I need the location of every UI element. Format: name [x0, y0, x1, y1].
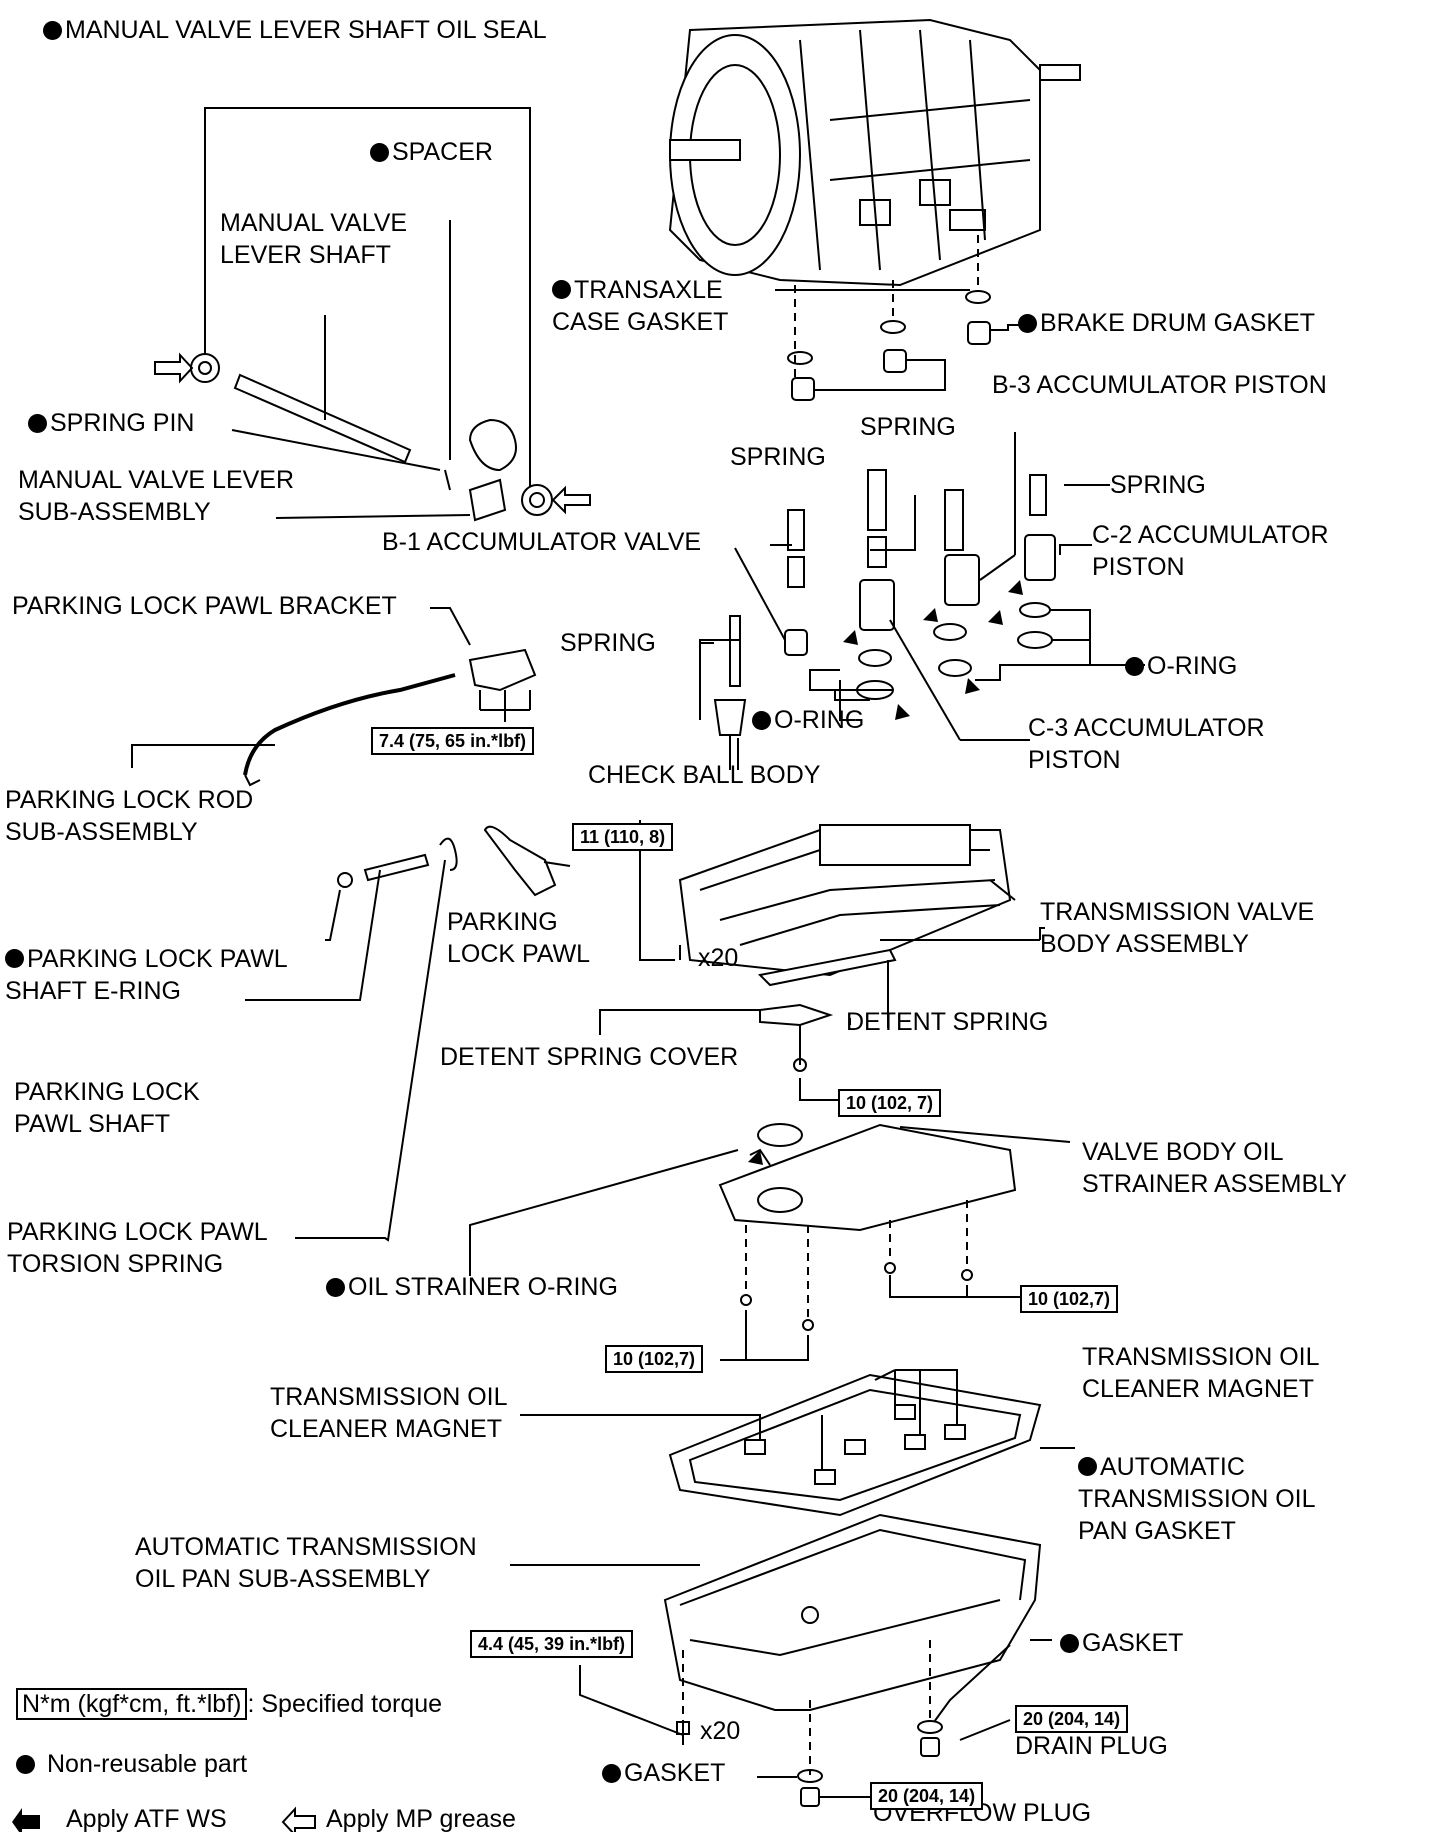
torque-valve-body-bolts: 11 (110, 8) — [572, 823, 674, 851]
case-drop-lines — [795, 235, 978, 380]
label-b1-accumulator-valve: B-1 ACCUMULATOR VALVE — [382, 528, 702, 556]
torque-bracket-bolts: 7.4 (75, 65 in.*lbf) — [371, 727, 535, 755]
torque-pan-bolts: 4.4 (45, 39 in.*lbf) — [470, 1630, 634, 1658]
label-gasket-drain: GASKET — [1060, 1627, 1183, 1659]
non-reusable-dot-icon — [43, 21, 62, 40]
non-reusable-dot-icon — [1018, 314, 1037, 333]
torque-overflow-plug: 20 (204, 14) — [870, 1782, 984, 1810]
transmission-case-drawing — [670, 20, 1081, 285]
label-parking-lock-pawl-shaft-e-ring: PARKING LOCK PAWL SHAFT E-RING — [5, 945, 288, 1005]
label-manual-valve-lever-sub-assembly: MANUAL VALVE LEVER SUB-ASSEMBLY — [18, 466, 295, 526]
label-brake-drum-gasket: BRAKE DRUM GASKET — [1018, 307, 1315, 339]
label-oil-strainer-o-ring: OIL STRAINER O-RING — [326, 1271, 618, 1303]
oil-strainer-drawing — [470, 1123, 1070, 1360]
atf-apply-arrows — [12, 580, 1023, 1832]
label-qty-pan-bolts: x20 — [700, 1717, 741, 1745]
label-spacer: SPACER — [370, 136, 493, 168]
torque-detent-spring-bolt: 10 (102, 7) — [838, 1089, 942, 1117]
label-transaxle-case-gasket: TRANSAXLE CASE GASKET — [552, 276, 729, 336]
non-reusable-dot-icon — [370, 143, 389, 162]
label-detent-spring: DETENT SPRING — [846, 1008, 1049, 1036]
torque-drain-plug: 20 (204, 14) — [1015, 1705, 1129, 1733]
non-reusable-dot-icon — [602, 1764, 621, 1783]
label-spring-left: SPRING — [730, 443, 826, 471]
label-o-ring-right: O-RING — [1125, 650, 1237, 682]
label-spring-pin: SPRING PIN — [28, 407, 194, 439]
non-reusable-dot-icon — [1125, 657, 1144, 676]
label-manual-valve-lever-shaft: MANUAL VALVE LEVER SHAFT — [220, 209, 408, 269]
label-o-ring-center: O-RING — [752, 704, 864, 736]
valve-body-drawing — [600, 820, 1045, 1100]
non-reusable-dot-icon — [28, 414, 47, 433]
label-spring-center: SPRING — [560, 629, 656, 657]
label-c3-accumulator-piston: C-3 ACCUMULATOR PISTON — [1028, 714, 1265, 774]
manual-valve-lever-area — [155, 108, 590, 520]
non-reusable-dot-icon — [752, 711, 771, 730]
label-parking-lock-rod-sub-assembly: PARKING LOCK ROD SUB-ASSEMBLY — [5, 786, 254, 846]
label-b3-accumulator-piston: B-3 ACCUMULATOR PISTON — [992, 371, 1327, 399]
legend-non-reusable: Non-reusable part — [16, 1748, 247, 1780]
case-gaskets-and-pistons — [775, 290, 1025, 401]
label-manual-valve-lever-shaft-oil-seal: MANUAL VALVE LEVER SHAFT OIL SEAL — [43, 14, 547, 46]
parking-lock-area — [132, 608, 570, 1240]
non-reusable-dot-icon — [552, 280, 571, 299]
label-transmission-oil-cleaner-magnet-right: TRANSMISSION OIL CLEANER MAGNET — [1082, 1343, 1320, 1403]
non-reusable-dot-icon — [16, 1755, 35, 1774]
label-spring-right: SPRING — [1110, 471, 1206, 499]
label-valve-body-oil-strainer-assembly: VALVE BODY OIL STRAINER ASSEMBLY — [1082, 1138, 1347, 1198]
springs-and-accumulators — [700, 432, 1145, 770]
label-transmission-oil-cleaner-magnet-left: TRANSMISSION OIL CLEANER MAGNET — [270, 1383, 508, 1443]
torque-strainer-bolts-left: 10 (102,7) — [605, 1345, 704, 1373]
label-parking-lock-pawl-shaft: PARKING LOCK PAWL SHAFT — [14, 1078, 200, 1138]
label-c2-accumulator-piston: C-2 ACCUMULATOR PISTON — [1092, 521, 1329, 581]
legend-apply-atf: Apply ATF WS — [66, 1805, 227, 1833]
label-qty-valve-body-bolts: x20 — [698, 944, 739, 972]
non-reusable-dot-icon — [326, 1278, 345, 1297]
grease-arrow-legend — [283, 1809, 315, 1832]
label-gasket-overflow: GASKET — [602, 1757, 725, 1789]
legend-torque-desc: : Specified torque — [247, 1690, 443, 1718]
label-transmission-valve-body-assembly: TRANSMISSION VALVE BODY ASSEMBLY — [1040, 898, 1315, 958]
legend-torque: N*m (kgf*cm, ft.*lbf): Specified torque — [16, 1688, 442, 1720]
oil-pan-drawing — [510, 1515, 1052, 1807]
label-drain-plug: DRAIN PLUG — [1015, 1732, 1168, 1760]
label-detent-spring-cover: DETENT SPRING COVER — [440, 1043, 739, 1071]
legend-torque-unit: N*m (kgf*cm, ft.*lbf) — [16, 1688, 248, 1720]
pan-gasket-drawing — [520, 1370, 1075, 1515]
non-reusable-dot-icon — [1060, 1634, 1079, 1653]
label-parking-lock-pawl-bracket: PARKING LOCK PAWL BRACKET — [12, 592, 397, 620]
label-spring-top: SPRING — [860, 413, 956, 441]
torque-strainer-bolts-right: 10 (102,7) — [1020, 1285, 1119, 1313]
legend-apply-grease: Apply MP grease — [326, 1805, 516, 1833]
non-reusable-dot-icon — [5, 949, 24, 968]
label-check-ball-body: CHECK BALL BODY — [588, 761, 821, 789]
label-parking-lock-pawl-torsion-spring: PARKING LOCK PAWL TORSION SPRING — [7, 1218, 268, 1278]
label-automatic-transmission-oil-pan-gasket: AUTOMATIC TRANSMISSION OIL PAN GASKET — [1078, 1453, 1316, 1545]
non-reusable-dot-icon — [1078, 1457, 1097, 1476]
label-automatic-transmission-oil-pan-sub-assembly: AUTOMATIC TRANSMISSION OIL PAN SUB-ASSEM… — [135, 1533, 477, 1593]
label-parking-lock-pawl: PARKING LOCK PAWL — [447, 908, 591, 968]
